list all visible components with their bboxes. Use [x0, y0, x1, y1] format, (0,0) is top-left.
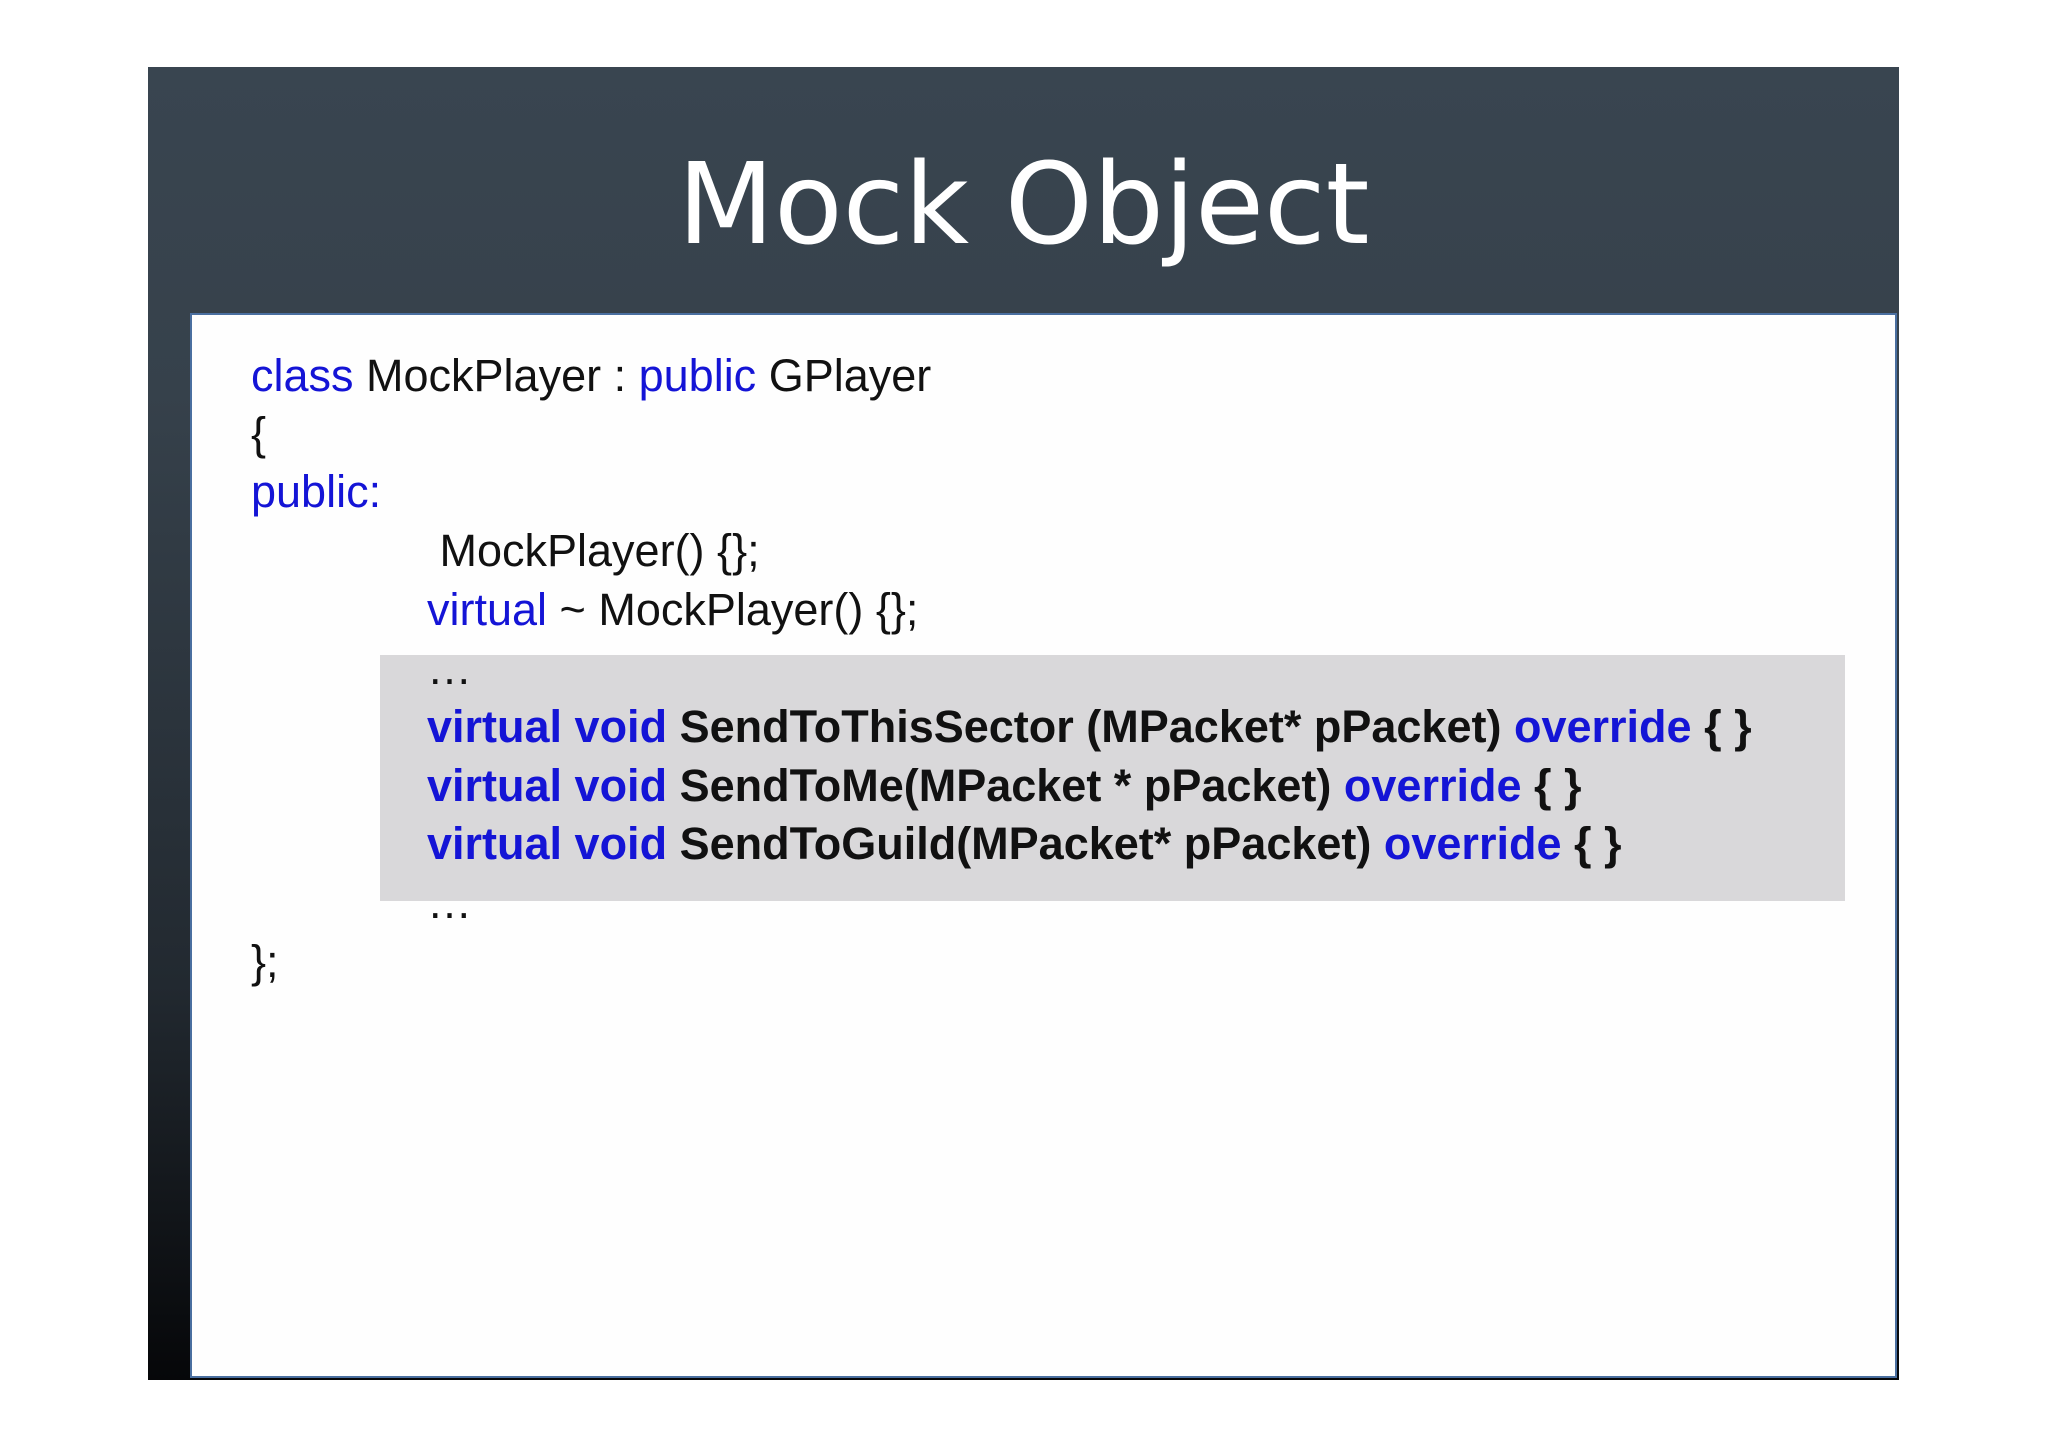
keyword: virtual [427, 584, 548, 635]
code-text: … [427, 643, 472, 694]
code-text: }; [251, 936, 279, 987]
code-text: SendToMe(MPacket * pPacket) [667, 760, 1344, 811]
keyword: override [1383, 818, 1562, 869]
keyword: class [251, 350, 354, 401]
code-text: MockPlayer : [353, 350, 639, 401]
keyword: override [1513, 701, 1692, 752]
code-line-constructor: MockPlayer() {}; [427, 522, 760, 580]
code-line-open-brace: { [251, 405, 266, 463]
code-line-close-brace: }; [251, 933, 279, 991]
keyword: virtual void [427, 818, 668, 869]
slide-title: Mock Object [677, 139, 1370, 270]
code-line-access-specifier: public: [251, 463, 381, 521]
code-text: ~ MockPlayer() {}; [547, 584, 919, 635]
code-text: { } [1561, 818, 1622, 869]
code-line-send-to-this-sector: virtual void SendToThisSector (MPacket* … [427, 698, 1752, 756]
keyword: virtual void [427, 760, 668, 811]
code-text: SendToGuild(MPacket* pPacket) [667, 818, 1384, 869]
code-text: { } [1521, 760, 1582, 811]
code-text: { } [1691, 701, 1752, 752]
code-line-ellipsis-bottom: … [427, 874, 472, 932]
code-text: { [251, 408, 267, 459]
keyword: virtual void [427, 701, 668, 752]
code-text: … [427, 877, 472, 928]
code-text: GPlayer [756, 350, 932, 401]
code-line-ellipsis-top: … [427, 640, 472, 698]
code-text: MockPlayer() {}; [427, 525, 760, 576]
code-highlight [380, 655, 1845, 901]
code-line-send-to-me: virtual void SendToMe(MPacket * pPacket)… [427, 757, 1582, 815]
code-line-destructor: virtual ~ MockPlayer() {}; [427, 581, 918, 639]
keyword: override [1343, 760, 1522, 811]
keyword: public: [251, 466, 382, 517]
code-line-class-declaration: class MockPlayer : public GPlayer [251, 347, 931, 405]
keyword: public [638, 350, 757, 401]
code-text: SendToThisSector (MPacket* pPacket) [667, 701, 1514, 752]
code-line-send-to-guild: virtual void SendToGuild(MPacket* pPacke… [427, 815, 1622, 873]
